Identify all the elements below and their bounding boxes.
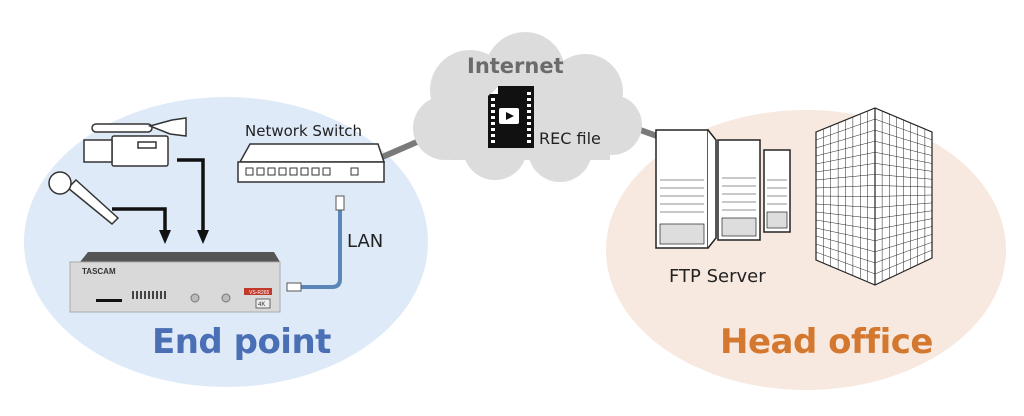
lan-label: LAN [347,231,384,252]
lan-plug-switch [335,195,345,211]
microphone-icon [48,171,120,226]
input-arrows [112,158,205,232]
lan-cable [300,208,342,289]
ftp-server-label: FTP Server [669,266,766,287]
endpoint-title: End point [152,322,331,362]
network-switch-label: Network Switch [245,122,362,140]
tascam-device: TASCAM VS-R265 4K [69,252,281,313]
office-building-icon [815,107,933,286]
mic-arrow-head [159,230,171,244]
ftp-server-icon [655,129,791,249]
lan-plug-device [286,282,302,292]
rec-file-icon [488,86,534,148]
network-switch-icon [237,143,386,183]
device-brand: TASCAM [82,267,116,276]
device-model: VS-R265 [249,290,270,296]
internet-label: Internet [467,54,564,78]
device-4k-badge: 4K [258,302,265,308]
rec-file-label: REC file [539,129,601,148]
video-camera-icon [83,117,187,167]
head-office-title: Head office [720,322,933,362]
camera-arrow-head [197,230,209,244]
